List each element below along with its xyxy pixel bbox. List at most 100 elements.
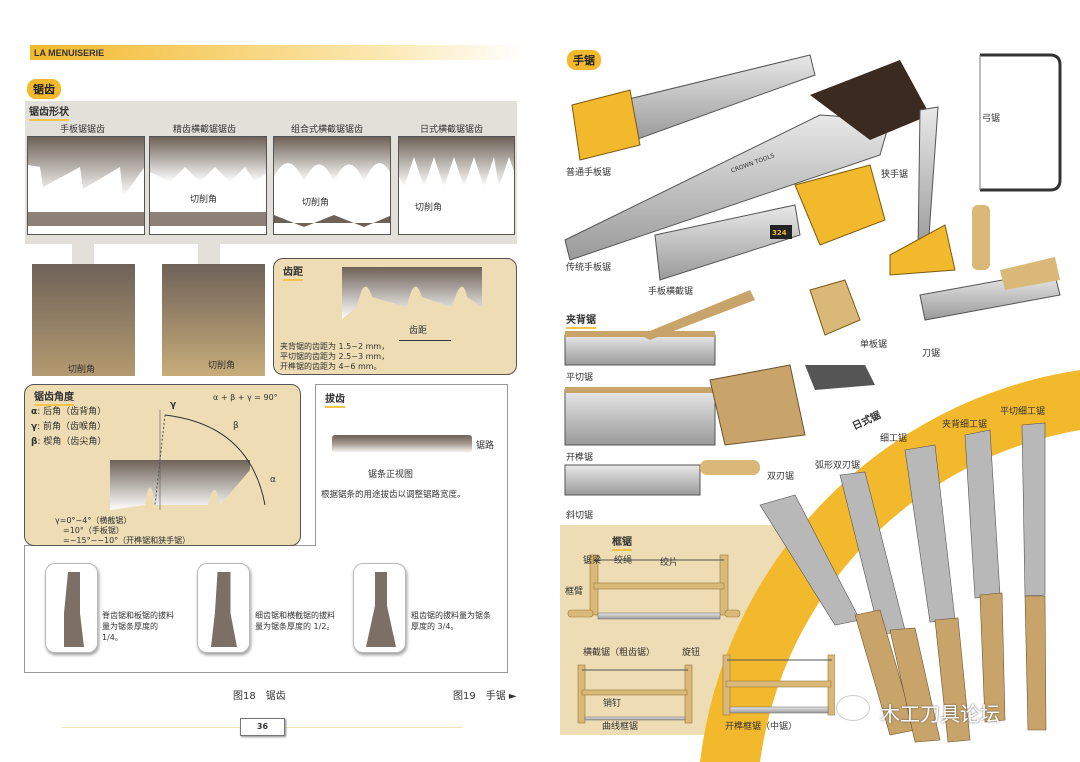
connector <box>72 244 94 264</box>
label-curved-ryoba: 弧形双刃锯 <box>815 461 861 471</box>
label-flush-fine-saw: 平切细工锯 <box>1000 407 1046 417</box>
label-miter-saw: 斜切锯 <box>566 511 594 521</box>
photo-label: 切削角 <box>208 361 236 371</box>
angle-diagram <box>110 410 266 510</box>
coping-saw <box>972 53 1062 270</box>
frame-saws-illustration <box>567 554 835 724</box>
tooth-shape-panel: 锯齿形状 手板锯锯齿 精齿横截锯锯齿 组合式横截锯锯齿 日式横截锯锯齿 切削角 … <box>25 101 517 244</box>
backsaw-title: 夹背锯 <box>566 311 596 329</box>
tooth-diagram: 切削角 <box>273 136 391 235</box>
figure-caption-next: 图19 手锯 ► <box>453 691 517 702</box>
figure-caption: 图18 锯齿 <box>233 691 286 702</box>
label-arm: 框臂 <box>565 587 584 597</box>
alpha-label: α <box>270 475 276 485</box>
def-text: : 后角（齿背角） <box>37 407 107 417</box>
set-desc: 根据锯条的用途拔齿以调整锯路宽度。 <box>321 490 466 500</box>
label-knob: 旋钮 <box>682 648 701 658</box>
keyhole-saw <box>889 106 956 276</box>
label-traditional-panel-saw: 传统手板锯 <box>566 263 612 273</box>
label-knife-saw: 刀锯 <box>922 349 941 359</box>
label-crosscut-saw: 手板横截锯 <box>648 287 694 297</box>
frame-saw-title: 框锯 <box>612 533 632 551</box>
type-label: 精齿横截锯锯齿 <box>173 125 237 135</box>
type-label: 组合式横截锯锯齿 <box>291 125 364 135</box>
angle-title: 锯齿角度 <box>34 388 74 406</box>
angle-value: =10°（手板锯） <box>63 526 124 535</box>
set-diagram <box>197 563 250 653</box>
label-fine-saw: 细工锯 <box>880 434 908 444</box>
label-frame-crosscut: 横截锯（粗齿锯） <box>583 648 656 658</box>
tooth-diagram <box>27 136 145 235</box>
label-toggle: 绞片 <box>660 558 679 568</box>
cutting-angle-label: 切削角 <box>415 203 443 213</box>
brand-badge: 324 <box>772 229 787 237</box>
label-common-panel-saw: 普通手板锯 <box>566 168 612 178</box>
pitch-arrow <box>399 340 451 341</box>
tooth-photo: 切削角 <box>162 264 265 376</box>
photo-label: 切削角 <box>68 365 96 375</box>
symbol: γ <box>31 422 38 432</box>
label-frame-tenon: 开榫框锯（中锯） <box>725 722 798 732</box>
label-veneer-saw: 单板锯 <box>860 340 888 350</box>
def-text: : 前角（齿喉角） <box>37 422 107 432</box>
dovetail-tool <box>805 365 875 390</box>
angle-value: =−15°~−10°（开榫锯和狭手锯） <box>63 536 191 545</box>
kerf-label: 锯路 <box>476 441 495 451</box>
blade-front-view <box>332 435 472 453</box>
tooth-shape-title: 锯齿形状 <box>29 103 69 121</box>
label-cord: 绞绳 <box>614 556 633 566</box>
tooth-diagram: 切削角 <box>149 136 267 235</box>
type-label: 日式横截锯锯齿 <box>420 125 484 135</box>
veneer-saw <box>809 279 861 336</box>
watermark: 木工刀具论坛 <box>880 702 1000 726</box>
pitch-line: 夹背锯的齿距为 1.5~2 mm， <box>280 342 390 351</box>
tooth-angle-box: 锯齿角度 α + β + γ = 90° α: 后角（齿背角） γ: 前角（齿喉… <box>24 384 301 546</box>
tooth-photo: 切削角 <box>32 264 135 376</box>
label-flush-saw: 平切锯 <box>566 373 594 383</box>
set-diagram <box>353 563 406 653</box>
knife-saw <box>919 257 1061 321</box>
angle-value: γ=0°~4°（横截锯） <box>55 516 132 525</box>
tooth-diagram: 切削角 <box>398 136 515 235</box>
label-bow-saw: 曲线框锯 <box>602 722 639 732</box>
japanese-saw-area <box>700 370 1080 762</box>
set-panel: 拔齿 锯路 锯条正视图 根据锯条的用途拔齿以调整锯路宽度。 <box>315 384 508 546</box>
hand-saws-illustration <box>564 53 1062 496</box>
beta-label: β <box>233 421 239 431</box>
angle-defs: α: 后角（齿背角） γ: 前角（齿喉角） β: 楔角（齿尖角） <box>31 405 106 450</box>
label-keyhole-saw: 狭手锯 <box>881 170 909 180</box>
connector <box>198 244 220 264</box>
formula: α + β + γ = 90° <box>213 393 278 402</box>
pitch-label: 齿距 <box>409 326 428 336</box>
page-number: 36 <box>240 718 285 736</box>
cutting-angle-label: 切削角 <box>302 198 330 208</box>
label-ryoba: 双刃锯 <box>767 472 795 482</box>
label-stretcher: 锯梁 <box>583 556 602 566</box>
set-title: 拔齿 <box>325 390 345 408</box>
pitch-title: 齿距 <box>283 263 303 281</box>
gamma-label: γ <box>170 400 177 410</box>
symbol: α <box>31 407 38 417</box>
section-title: 手锯 <box>567 50 601 70</box>
pitch-line: 开榫锯的齿距为 4~6 mm。 <box>280 362 382 371</box>
common-panel-saw <box>571 54 816 161</box>
view-label: 锯条正视图 <box>368 470 414 480</box>
def-text: : 楔角（齿尖角） <box>37 437 107 447</box>
backsaws <box>564 290 806 496</box>
crosscut-saw <box>654 164 886 281</box>
set-diagram <box>45 563 98 653</box>
label-tenon-saw: 开榫锯 <box>566 453 594 463</box>
symbol: β <box>31 437 38 447</box>
label-coping-saw: 弓锯 <box>982 114 1001 124</box>
set-amount-text: 粗齿锯的拔料量为锯条厚度的 3/4。 <box>411 611 491 631</box>
section-title: 锯齿 <box>27 79 61 99</box>
cutting-angle-label: 切削角 <box>190 195 218 205</box>
label-dozuki: 夹背细工锯 <box>942 420 988 430</box>
type-label: 手板锯锯齿 <box>60 125 106 135</box>
traditional-panel-saw <box>564 60 930 261</box>
running-header: LA MENUISERIE <box>30 45 525 60</box>
wechat-icon <box>836 695 870 721</box>
pitch-line: 平切锯的齿距为 2.5~3 mm， <box>280 352 390 361</box>
set-amount-text: 细齿锯和横截锯的拔料量为锯条厚度的 1/2。 <box>255 611 335 631</box>
pitch-box: 齿距 齿距 夹背锯的齿距为 1.5~2 mm， 平切锯的齿距为 2.5~3 mm… <box>273 258 517 375</box>
